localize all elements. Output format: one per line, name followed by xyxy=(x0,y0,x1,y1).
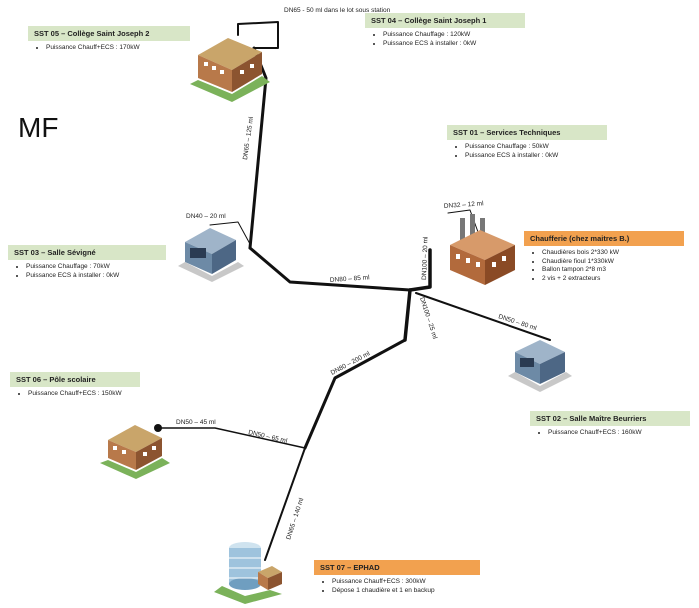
substation-sst03: SST 03 – Salle Sévigné Puissance Chauffa… xyxy=(8,245,166,280)
ephad-building-icon xyxy=(214,542,282,604)
label-dn40-20: DN40 – 20 ml xyxy=(186,213,226,220)
label-dn100-25: DN100 – 25 ml xyxy=(418,296,438,340)
label-top-loop-line1: DN65 - 50 ml dans le lot sous station xyxy=(284,7,391,14)
substation-item: Puissance ECS à installer : 0kW xyxy=(383,40,525,49)
pipe-dn100-20 xyxy=(408,248,432,292)
substation-sst01: SST 01 – Services Techniques Puissance C… xyxy=(447,125,607,160)
label-dn80-200: DN80 – 200 ml xyxy=(330,350,372,377)
label-dn50-45: DN50 – 45 ml xyxy=(176,419,216,426)
boiler-plant-icon xyxy=(450,214,515,285)
school-building-05-icon xyxy=(190,38,270,102)
pipe-dn50-80 xyxy=(415,292,551,341)
label-dn50-65: DN50 – 65 ml xyxy=(248,429,289,445)
substation-item: Chaudières bois 2*330 kW xyxy=(542,249,684,258)
pipe-dn65-140 xyxy=(264,447,306,561)
substation-item: Puissance ECS à installer : 0kW xyxy=(465,152,607,161)
substation-sst02: SST 02 – Salle Maître Beurriers Puissanc… xyxy=(530,411,690,438)
substation-sst06: SST 06 – Pôle scolaire Puissance Chauff+… xyxy=(10,372,140,399)
substation-item: Puissance Chauff+ECS : 300kW xyxy=(332,578,480,587)
label-dn80-85: DN80 – 85 ml xyxy=(330,274,371,284)
pipe-dn50-65 xyxy=(157,427,306,449)
substation-item: Puissance Chauff+ECS : 170kW xyxy=(46,44,190,53)
substation-title: SST 02 – Salle Maître Beurriers xyxy=(530,411,690,426)
substation-title: SST 04 – Collège Saint Joseph 1 xyxy=(365,13,525,28)
substation-sst04: SST 04 – Collège Saint Joseph 1 Puissanc… xyxy=(365,13,525,48)
substation-item: Puissance ECS à installer : 0kW xyxy=(26,272,166,281)
pipe-dn32 xyxy=(447,209,479,233)
substation-title: SST 07 – EPHAD xyxy=(314,560,480,575)
label-dn32-12: DN32 – 12 ml xyxy=(444,200,485,210)
substation-item: Puissance Chauffage : 50kW xyxy=(465,143,607,152)
substation-item: Ballon tampon 2*8 m3 xyxy=(542,266,684,275)
pipe-dn100-25 xyxy=(403,288,412,342)
substation-item: Puissance Chauff+ECS : 160kW xyxy=(548,429,690,438)
substation-item: Puissance Chauffage : 70kW xyxy=(26,263,166,272)
pipe-dn80-85 xyxy=(248,246,412,292)
substation-sst07: SST 07 – EPHAD Puissance Chauff+ECS : 30… xyxy=(314,560,480,595)
substation-sst05: SST 05 – Collège Saint Joseph 2 Puissanc… xyxy=(28,26,190,53)
substation-item: Puissance Chauff+ECS : 150kW xyxy=(28,390,140,399)
substation-title: SST 03 – Salle Sévigné xyxy=(8,245,166,260)
substation-item: Chaudière fioul 1*330kW xyxy=(542,258,684,267)
school-building-06-icon xyxy=(100,425,170,479)
pipe-dn40 xyxy=(209,221,251,245)
label-dn65-125: DN65 – 125 ml xyxy=(242,116,255,160)
substation-item: Puissance Chauffage : 120kW xyxy=(383,31,525,40)
hall-building-02-icon xyxy=(508,340,572,392)
hall-building-03-icon xyxy=(178,228,244,282)
site-label: MF xyxy=(18,112,59,143)
substation-title: SST 05 – Collège Saint Joseph 2 xyxy=(28,26,190,41)
substation-title: Chaufferie (chez maitres B.) xyxy=(524,231,684,246)
pipe-dn80-200 xyxy=(303,338,407,450)
substation-title: SST 06 – Pôle scolaire xyxy=(10,372,140,387)
substation-item: 2 vis + 2 extracteurs xyxy=(542,275,684,284)
pipe-end-node xyxy=(154,424,162,432)
label-dn65-140: DN65 – 140 ml xyxy=(285,497,305,541)
pipe-top-loop xyxy=(237,21,279,49)
label-dn100-20: DN100 – 20 ml xyxy=(421,236,430,280)
substation-item: Dépose 1 chaudière et 1 en backup xyxy=(332,587,480,596)
substation-title: SST 01 – Services Techniques xyxy=(447,125,607,140)
boiler-plant-info: Chaufferie (chez maitres B.) Chaudières … xyxy=(524,231,684,283)
